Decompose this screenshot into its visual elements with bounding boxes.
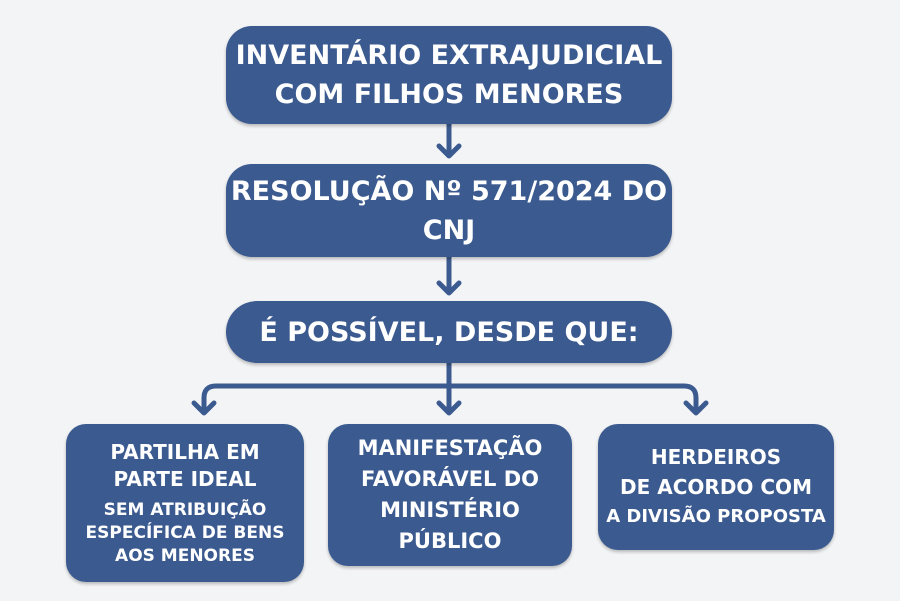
arrowhead-title-resolution (436, 143, 462, 159)
resolution-line-2: CNJ (422, 214, 476, 246)
partilha-line-2: PARTE IDEAL (113, 466, 257, 491)
requirement-box-herdeiros: HERDEIROS DE ACORDO COM A DIVISÃO PROPOS… (598, 424, 834, 550)
partilha-sub-line-2: ESPECÍFICA DE BENS (85, 522, 285, 543)
requirement-box-partilha: PARTILHA EM PARTE IDEAL SEM ATRIBUIÇÃO E… (66, 424, 304, 582)
partilha-sub-text: SEM ATRIBUIÇÃO ESPECÍFICA DE BENS AOS ME… (86, 499, 285, 568)
arrowhead-branch-right (683, 400, 709, 416)
condition-box: É POSSÍVEL, DESDE QUE: (226, 301, 672, 363)
partilha-sub-line-1: SEM ATRIBUIÇÃO (103, 499, 267, 520)
arrowhead-resolution-condition (436, 280, 462, 296)
title-line-2: COM FILHOS MENORES (274, 79, 624, 110)
ministerio-line-3: MINISTÉRIO (380, 498, 520, 522)
arrowhead-branch-center (436, 400, 462, 416)
arrowhead-branch-left (191, 400, 217, 416)
requirement-box-ministerio: MANIFESTAÇÃO FAVORÁVEL DO MINISTÉRIO PÚB… (328, 424, 572, 566)
partilha-sub-line-3: AOS MENORES (115, 545, 255, 566)
resolution-line-1: RESOLUÇÃO Nº 571/2024 DO (230, 175, 668, 207)
herdeiros-line-1: HERDEIROS (650, 445, 782, 469)
ministerio-line-2: FAVORÁVEL DO (360, 467, 540, 491)
partilha-line-1: PARTILHA EM (110, 439, 260, 464)
resolution-box: RESOLUÇÃO Nº 571/2024 DO CNJ (226, 164, 672, 257)
ministerio-line-1: MANIFESTAÇÃO (357, 436, 543, 460)
condition-label: É POSSÍVEL, DESDE QUE: (259, 316, 639, 348)
herdeiros-line-2: DE ACORDO COM (620, 475, 812, 499)
connector-branch-horizontal (201, 383, 699, 415)
title-box: INVENTÁRIO EXTRAJUDICIAL COM FILHOS MENO… (226, 26, 672, 124)
ministerio-line-4: PÚBLICO (398, 529, 502, 553)
title-line-1: INVENTÁRIO EXTRAJUDICIAL (235, 40, 663, 71)
herdeiros-line-3: A DIVISÃO PROPOSTA (606, 506, 826, 527)
